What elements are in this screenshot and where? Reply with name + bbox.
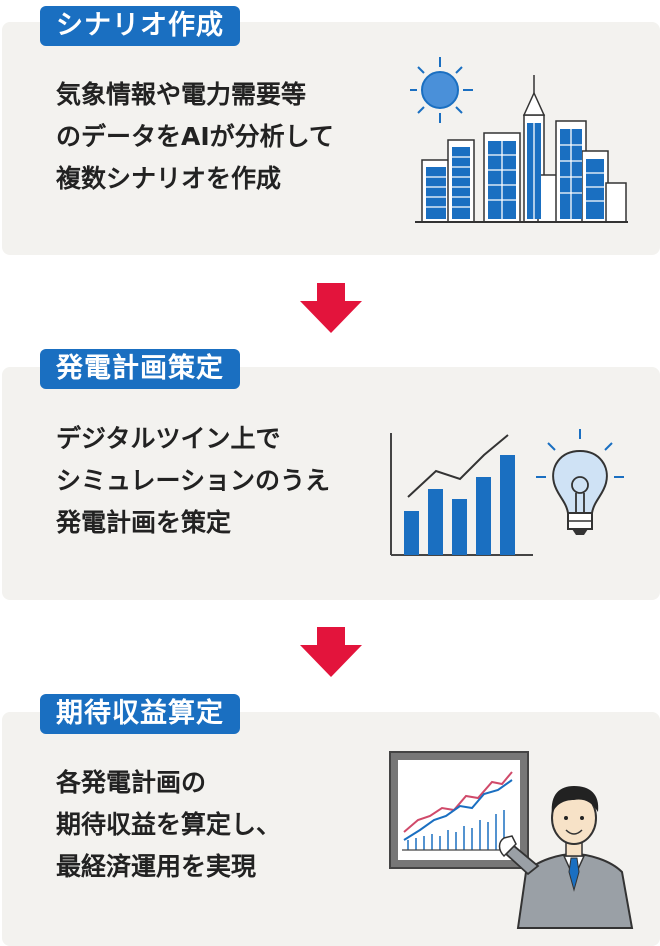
step-2-text: デジタルツイン上で シミュレーションのうえ 発電計画を策定 (56, 418, 330, 544)
step-1-line-2: のデータをAIが分析して (56, 122, 334, 151)
step-2-card (2, 367, 660, 600)
step-1-text: 気象情報や電力需要等 のデータをAIが分析して 複数シナリオを作成 (56, 74, 334, 200)
presenter-with-chart-icon (389, 751, 634, 929)
step-2-badge: 発電計画策定 (40, 349, 240, 389)
step-3-line-3: 最経済運用を実現 (56, 852, 257, 881)
step-2-line-1: デジタルツイン上で (56, 424, 281, 453)
bar-chart-and-lightbulb-icon (390, 429, 624, 556)
step-2-line-3: 発電計画を策定 (56, 508, 232, 537)
step-1-line-1: 気象情報や電力需要等 (56, 80, 307, 109)
step-2-line-2: シミュレーションのうえ (56, 466, 331, 495)
step-3-text: 各発電計画の 期待収益を算定し、 最経済運用を実現 (56, 762, 281, 888)
down-arrow-icon (300, 627, 362, 677)
step-1-line-3: 複数シナリオを作成 (56, 164, 282, 193)
step-3-line-2: 期待収益を算定し、 (56, 810, 282, 839)
step-1-badge: シナリオ作成 (40, 6, 240, 46)
down-arrow-icon (300, 283, 362, 333)
step-3-badge: 期待収益算定 (40, 694, 240, 734)
step-3-line-1: 各発電計画の (56, 768, 207, 797)
sun-and-city-icon (410, 57, 628, 223)
